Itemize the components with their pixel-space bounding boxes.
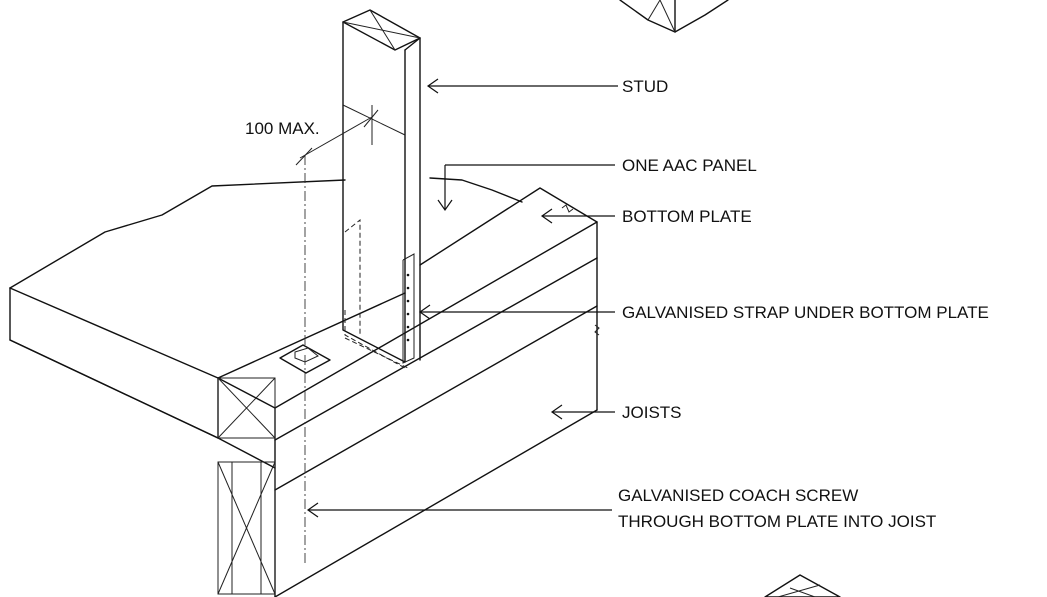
dimension-label: 100 MAX. (245, 119, 320, 138)
label-strap: GALVANISED STRAP UNDER BOTTOM PLATE (622, 303, 989, 322)
adjacent-stud-top (619, 0, 729, 33)
adjacent-stud-bottom (764, 574, 841, 597)
label-coach-screw-line1: GALVANISED COACH SCREW (618, 486, 858, 505)
joist (217, 257, 600, 597)
coach-screw (279, 155, 331, 565)
label-joists: JOISTS (622, 403, 682, 422)
label-coach-screw-line2: THROUGH BOTTOM PLATE INTO JOIST (618, 512, 936, 531)
bottom-plate (217, 187, 598, 469)
stud (342, 9, 421, 369)
dimension-100-max: 100 MAX. (245, 105, 379, 166)
label-bottom-plate: BOTTOM PLATE (622, 207, 752, 226)
leaders (306, 78, 618, 518)
aac-panel (9, 177, 523, 439)
galvanised-strap (344, 253, 415, 369)
label-aac-panel: ONE AAC PANEL (622, 156, 757, 175)
label-stud: STUD (622, 77, 668, 96)
